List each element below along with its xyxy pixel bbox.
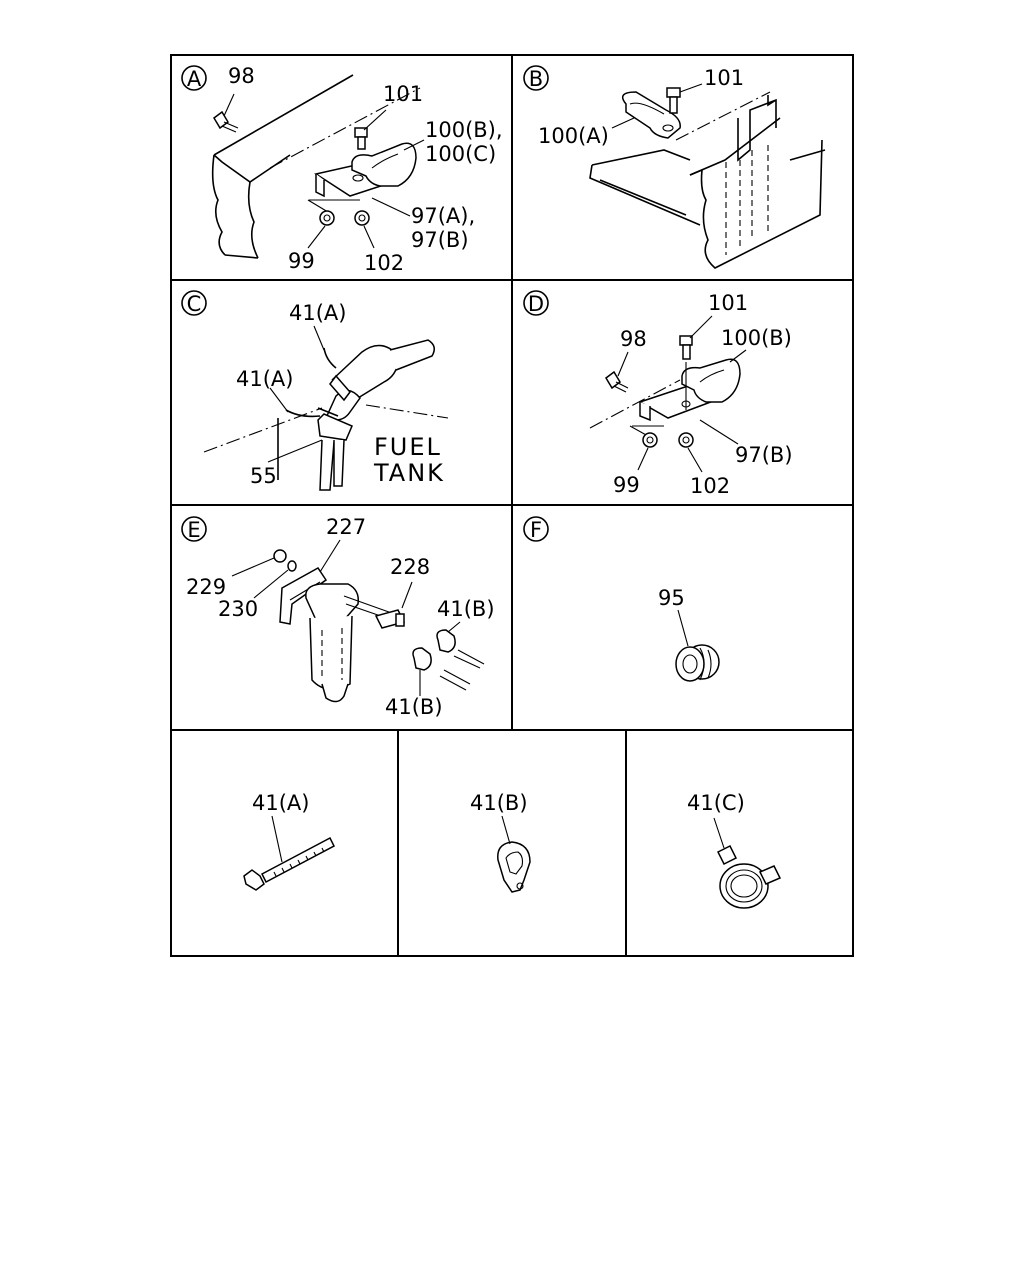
panel-f-marker: F bbox=[523, 516, 549, 542]
tank-label: TANK bbox=[373, 459, 445, 487]
leader-41c bbox=[713, 817, 725, 849]
callout-41b-top: 41(B) bbox=[437, 597, 495, 621]
callout-228: 228 bbox=[390, 555, 430, 579]
callout-99: 99 bbox=[613, 473, 640, 497]
panel-d-marker: D bbox=[523, 290, 549, 316]
panel-a: A bbox=[181, 64, 503, 275]
panel-d: D bbox=[523, 290, 793, 498]
callout-227: 227 bbox=[326, 515, 366, 539]
grommet-95 bbox=[675, 644, 720, 682]
callout-100a: 100(A) bbox=[538, 124, 609, 148]
panel-f: F 95 bbox=[523, 516, 720, 682]
callout-229: 229 bbox=[186, 575, 226, 599]
callout-100b: 100(B) bbox=[721, 326, 792, 350]
panel-b-leaders bbox=[611, 83, 703, 129]
bolt-101 bbox=[354, 127, 368, 150]
callout-100b: 100(B), bbox=[425, 118, 503, 142]
callout-41b: 41(B) bbox=[470, 791, 528, 815]
callout-101: 101 bbox=[383, 82, 423, 106]
bolt-98-d bbox=[605, 370, 629, 393]
panel-c: C 41(A) 41(A) 55 FUEL TANK bbox=[181, 290, 449, 491]
washer-230 bbox=[287, 560, 297, 572]
clamp-clip bbox=[351, 142, 417, 187]
bolt-101-d bbox=[679, 335, 693, 410]
hose-clip-41b bbox=[497, 841, 531, 893]
callout-55: 55 bbox=[250, 464, 277, 488]
nut-99-d bbox=[642, 432, 658, 448]
panel-e: E bbox=[181, 515, 495, 719]
callout-41a-mid: 41(A) bbox=[236, 367, 293, 391]
spring-clamp-41c bbox=[716, 844, 782, 909]
callout-41c: 41(C) bbox=[687, 791, 745, 815]
panel-cable-tie: 41(A) bbox=[243, 791, 335, 891]
panel-c-leaders bbox=[267, 325, 325, 463]
callout-102: 102 bbox=[364, 251, 404, 275]
clamp-100b bbox=[681, 358, 741, 403]
callout-100c: 100(C) bbox=[425, 142, 496, 166]
callout-41a: 41(A) bbox=[252, 791, 309, 815]
callout-97b: 97(B) bbox=[735, 443, 793, 467]
callout-98: 98 bbox=[228, 64, 255, 88]
panel-e-leaders bbox=[231, 539, 461, 696]
callout-97a: 97(A), bbox=[411, 204, 475, 228]
fuel-filter bbox=[279, 567, 405, 703]
cable-tie-41a bbox=[243, 836, 335, 891]
bolt-98 bbox=[213, 110, 239, 133]
bolt-228 bbox=[374, 609, 406, 629]
panel-spring-clamp: 41(C) bbox=[687, 791, 782, 909]
fuel-label: FUEL bbox=[374, 433, 442, 461]
nut-229 bbox=[273, 549, 287, 563]
panel-a-leaders bbox=[223, 93, 425, 249]
nut-102-d bbox=[678, 432, 694, 448]
panel-b-marker: B bbox=[523, 65, 549, 91]
nut-102 bbox=[354, 210, 370, 226]
diagram-grid bbox=[170, 54, 854, 957]
callout-99: 99 bbox=[288, 249, 315, 273]
panel-e-marker: E bbox=[181, 516, 207, 542]
frame-crossmember bbox=[589, 91, 826, 269]
leader-41a bbox=[271, 815, 283, 863]
panel-b-letter: B bbox=[529, 67, 543, 91]
callout-41b-bottom: 41(B) bbox=[385, 695, 443, 719]
panel-d-letter: D bbox=[528, 292, 544, 316]
callout-102: 102 bbox=[690, 474, 730, 498]
panel-hose-clip: 41(B) bbox=[470, 791, 531, 893]
callout-230: 230 bbox=[218, 597, 258, 621]
panel-a-marker: A bbox=[181, 65, 207, 91]
panel-f-letter: F bbox=[530, 518, 542, 542]
leader-95 bbox=[677, 609, 689, 647]
callout-97b: 97(B) bbox=[411, 228, 469, 252]
frame-rail bbox=[211, 74, 421, 259]
clamp-100a bbox=[621, 91, 681, 139]
nut-99 bbox=[319, 210, 335, 226]
panel-d-leaders bbox=[617, 315, 747, 473]
callout-101: 101 bbox=[704, 66, 744, 90]
callout-41a-top: 41(A) bbox=[289, 301, 346, 325]
panel-e-letter: E bbox=[187, 518, 200, 542]
callout-98: 98 bbox=[620, 327, 647, 351]
hose-clamps-e bbox=[412, 629, 485, 691]
callout-95: 95 bbox=[658, 586, 685, 610]
callout-101: 101 bbox=[708, 291, 748, 315]
fuel-hoses bbox=[285, 339, 435, 491]
bolt-101-b bbox=[666, 87, 681, 114]
panel-a-letter: A bbox=[187, 67, 202, 91]
panel-c-marker: C bbox=[181, 290, 207, 316]
panel-c-letter: C bbox=[187, 292, 202, 316]
leader-41b bbox=[501, 815, 511, 845]
panel-b: B 101 100(A) bbox=[523, 65, 826, 269]
